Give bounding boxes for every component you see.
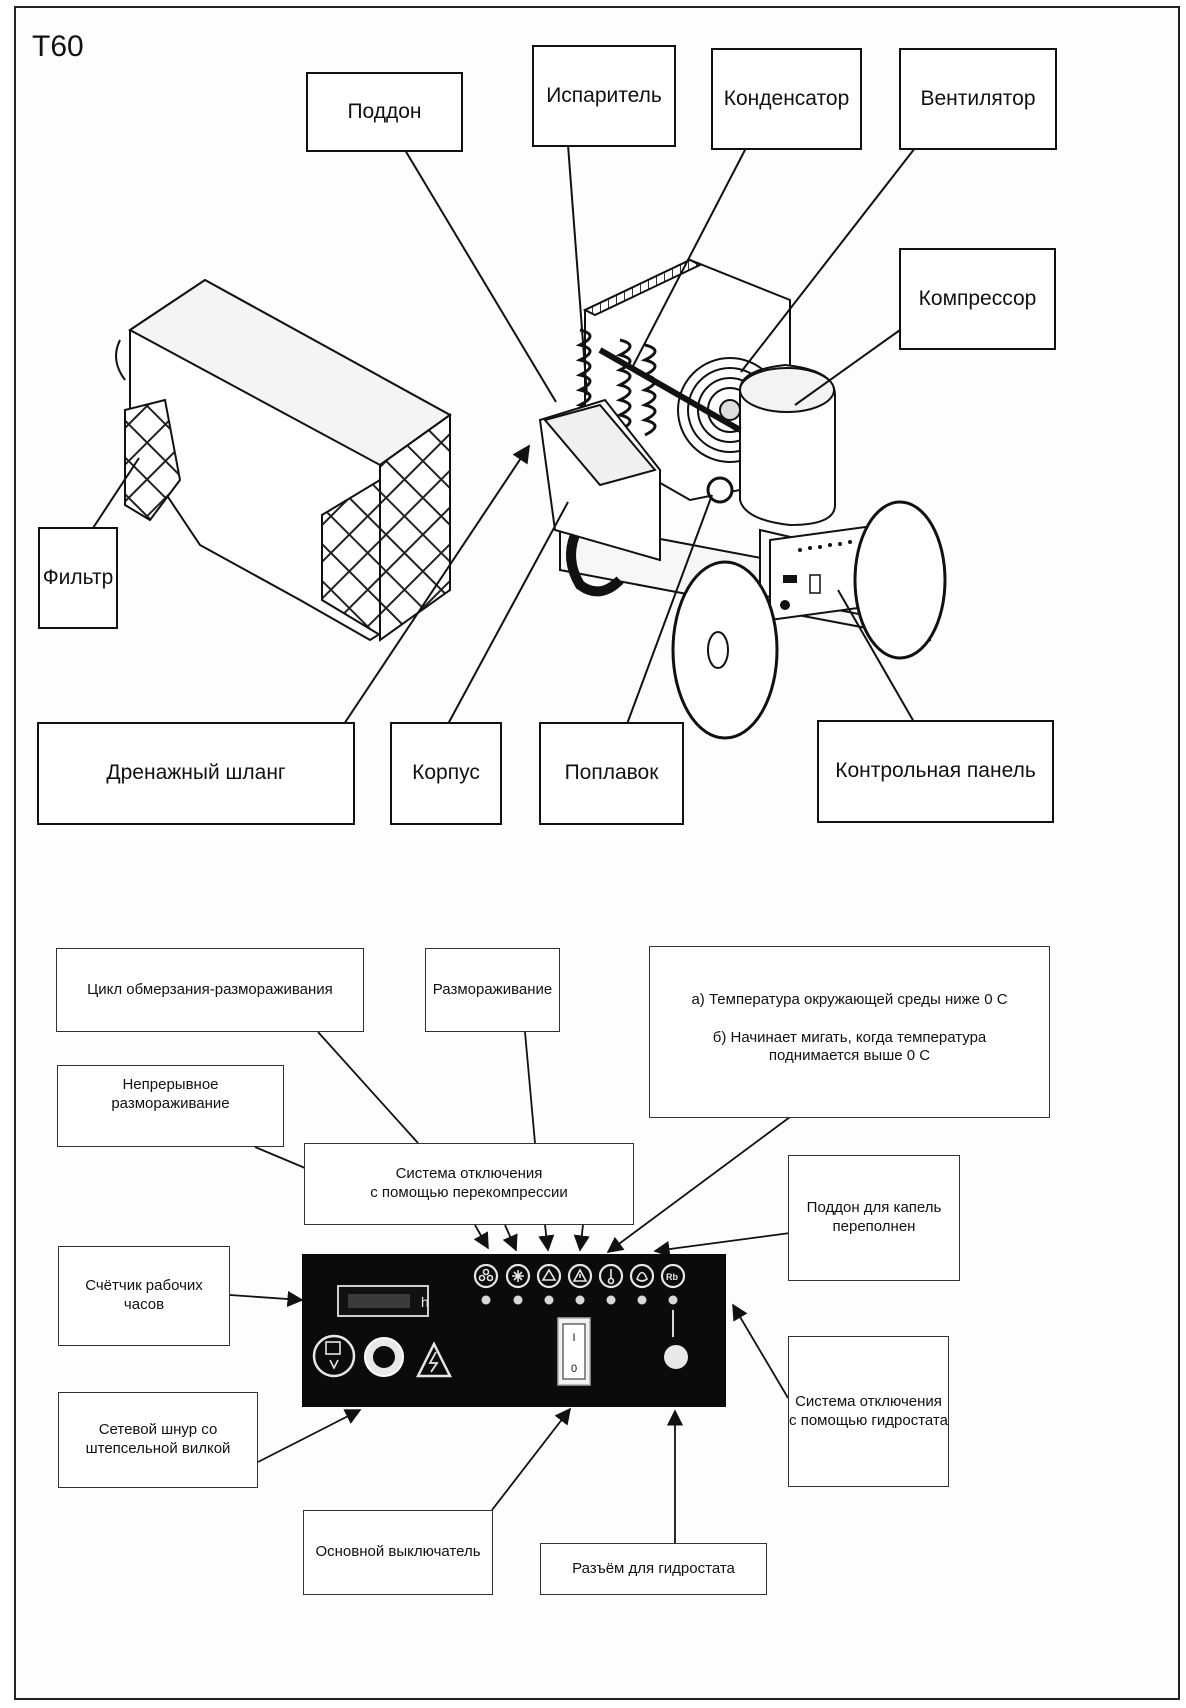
label-hydrostat-shutdown: Система отключения с помощью гидростата — [788, 1336, 949, 1487]
switch-off-mark: 0 — [571, 1363, 577, 1375]
label-defrost: Размораживание — [425, 948, 560, 1032]
label-power-cord: Сетевой шнур со штепсельной вилкой — [58, 1392, 258, 1488]
label-hydrostat-connector: Разъём для гидростата — [540, 1543, 767, 1595]
label-main-switch: Основной выключатель — [303, 1510, 493, 1595]
cover-drawing — [115, 278, 452, 642]
label-freeze-thaw-cycle: Цикл обмерзания-размораживания — [56, 948, 364, 1032]
switch-on-mark: I — [572, 1332, 575, 1344]
label-housing: Корпус — [390, 722, 502, 825]
label-control-panel: Контрольная панель — [817, 720, 1054, 823]
label-float: Поплавок — [539, 722, 684, 825]
label-drip-tray-full: Поддон для капель переполнен — [788, 1155, 960, 1281]
unit-drawing — [538, 258, 947, 740]
label-hour-counter: Счётчик рабочих часов — [58, 1246, 230, 1346]
label-drain-hose: Дренажный шланг — [37, 722, 355, 825]
label-continuous-defrost: Непрерывное размораживание — [57, 1065, 284, 1147]
label-compressor: Компрессор — [899, 248, 1056, 350]
panel-leader-lines — [229, 1031, 791, 1543]
label-overpressure-shutdown: Система отключения с помощью перекомпрес… — [304, 1143, 634, 1225]
control-panel-plate: Rb I 0 h — [302, 1254, 726, 1407]
model-label: T60 — [32, 30, 84, 63]
label-condenser: Конденсатор — [711, 48, 862, 150]
label-tray: Поддон — [306, 72, 463, 152]
top-leader-lines — [92, 144, 916, 725]
label-evaporator: Испаритель — [532, 45, 676, 147]
label-ambient-temp-note: а) Температура окружающей среды ниже 0 С… — [649, 946, 1050, 1118]
hour-unit: h — [421, 1294, 429, 1310]
label-fan: Вентилятор — [899, 48, 1057, 150]
rb-icon: Rb — [666, 1272, 678, 1282]
label-filter: Фильтр — [38, 527, 118, 629]
